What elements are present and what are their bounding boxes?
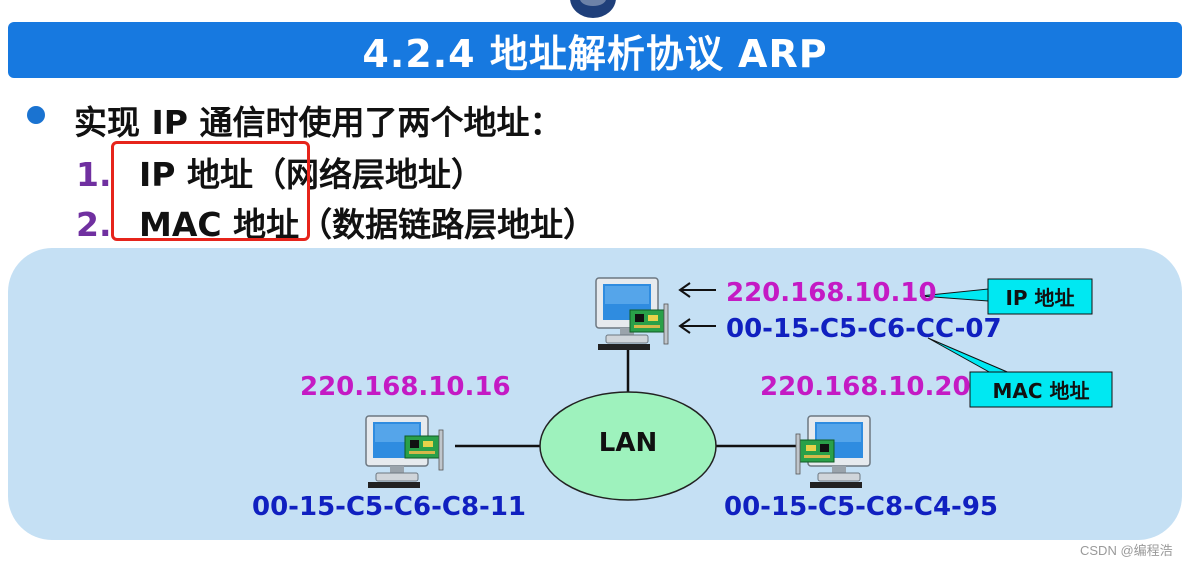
lan-label: LAN	[598, 428, 658, 458]
list-text: MAC 地址（数据链路层地址）	[139, 205, 597, 244]
mac-address-left: 00-15-C5-C6-C8-11	[252, 492, 527, 522]
list-item-ip: 1. IP 地址（网络层地址）	[76, 148, 484, 196]
callout-box-mac	[969, 371, 1113, 408]
callout-ip-label: IP 地址	[1005, 286, 1075, 310]
list-item-mac: 2. MAC 地址（数据链路层地址）	[76, 198, 596, 246]
arrow-left-icon	[678, 282, 716, 298]
lan-ellipse	[539, 391, 717, 501]
logo-icon	[570, 0, 616, 18]
page-title: 4.2.4 地址解析协议 ARP	[362, 31, 828, 76]
list-number: 1.	[76, 155, 112, 194]
network-card-icon	[795, 433, 835, 475]
callout-box-ip	[987, 278, 1093, 315]
ip-address-top: 220.168.10.10	[726, 278, 937, 308]
arrow-left-icon	[678, 318, 716, 334]
ip-address-right: 220.168.10.20	[760, 372, 971, 402]
mac-address-top: 00-15-C5-C6-CC-07	[726, 314, 1002, 344]
watermark: CSDN @编程浩	[1080, 543, 1173, 558]
title-bar: 4.2.4 地址解析协议 ARP	[8, 22, 1182, 78]
mac-address-right: 00-15-C5-C8-C4-95	[724, 492, 999, 522]
callout-mac-label: MAC 地址	[992, 379, 1090, 403]
list-number: 2.	[76, 205, 112, 244]
highlight-box	[111, 141, 310, 241]
ip-address-left: 220.168.10.16	[300, 372, 511, 402]
bullet-icon	[27, 106, 45, 124]
list-text: IP 地址（网络层地址）	[139, 155, 484, 194]
intro-text: 实现 IP 通信时使用了两个地址：	[74, 103, 563, 142]
